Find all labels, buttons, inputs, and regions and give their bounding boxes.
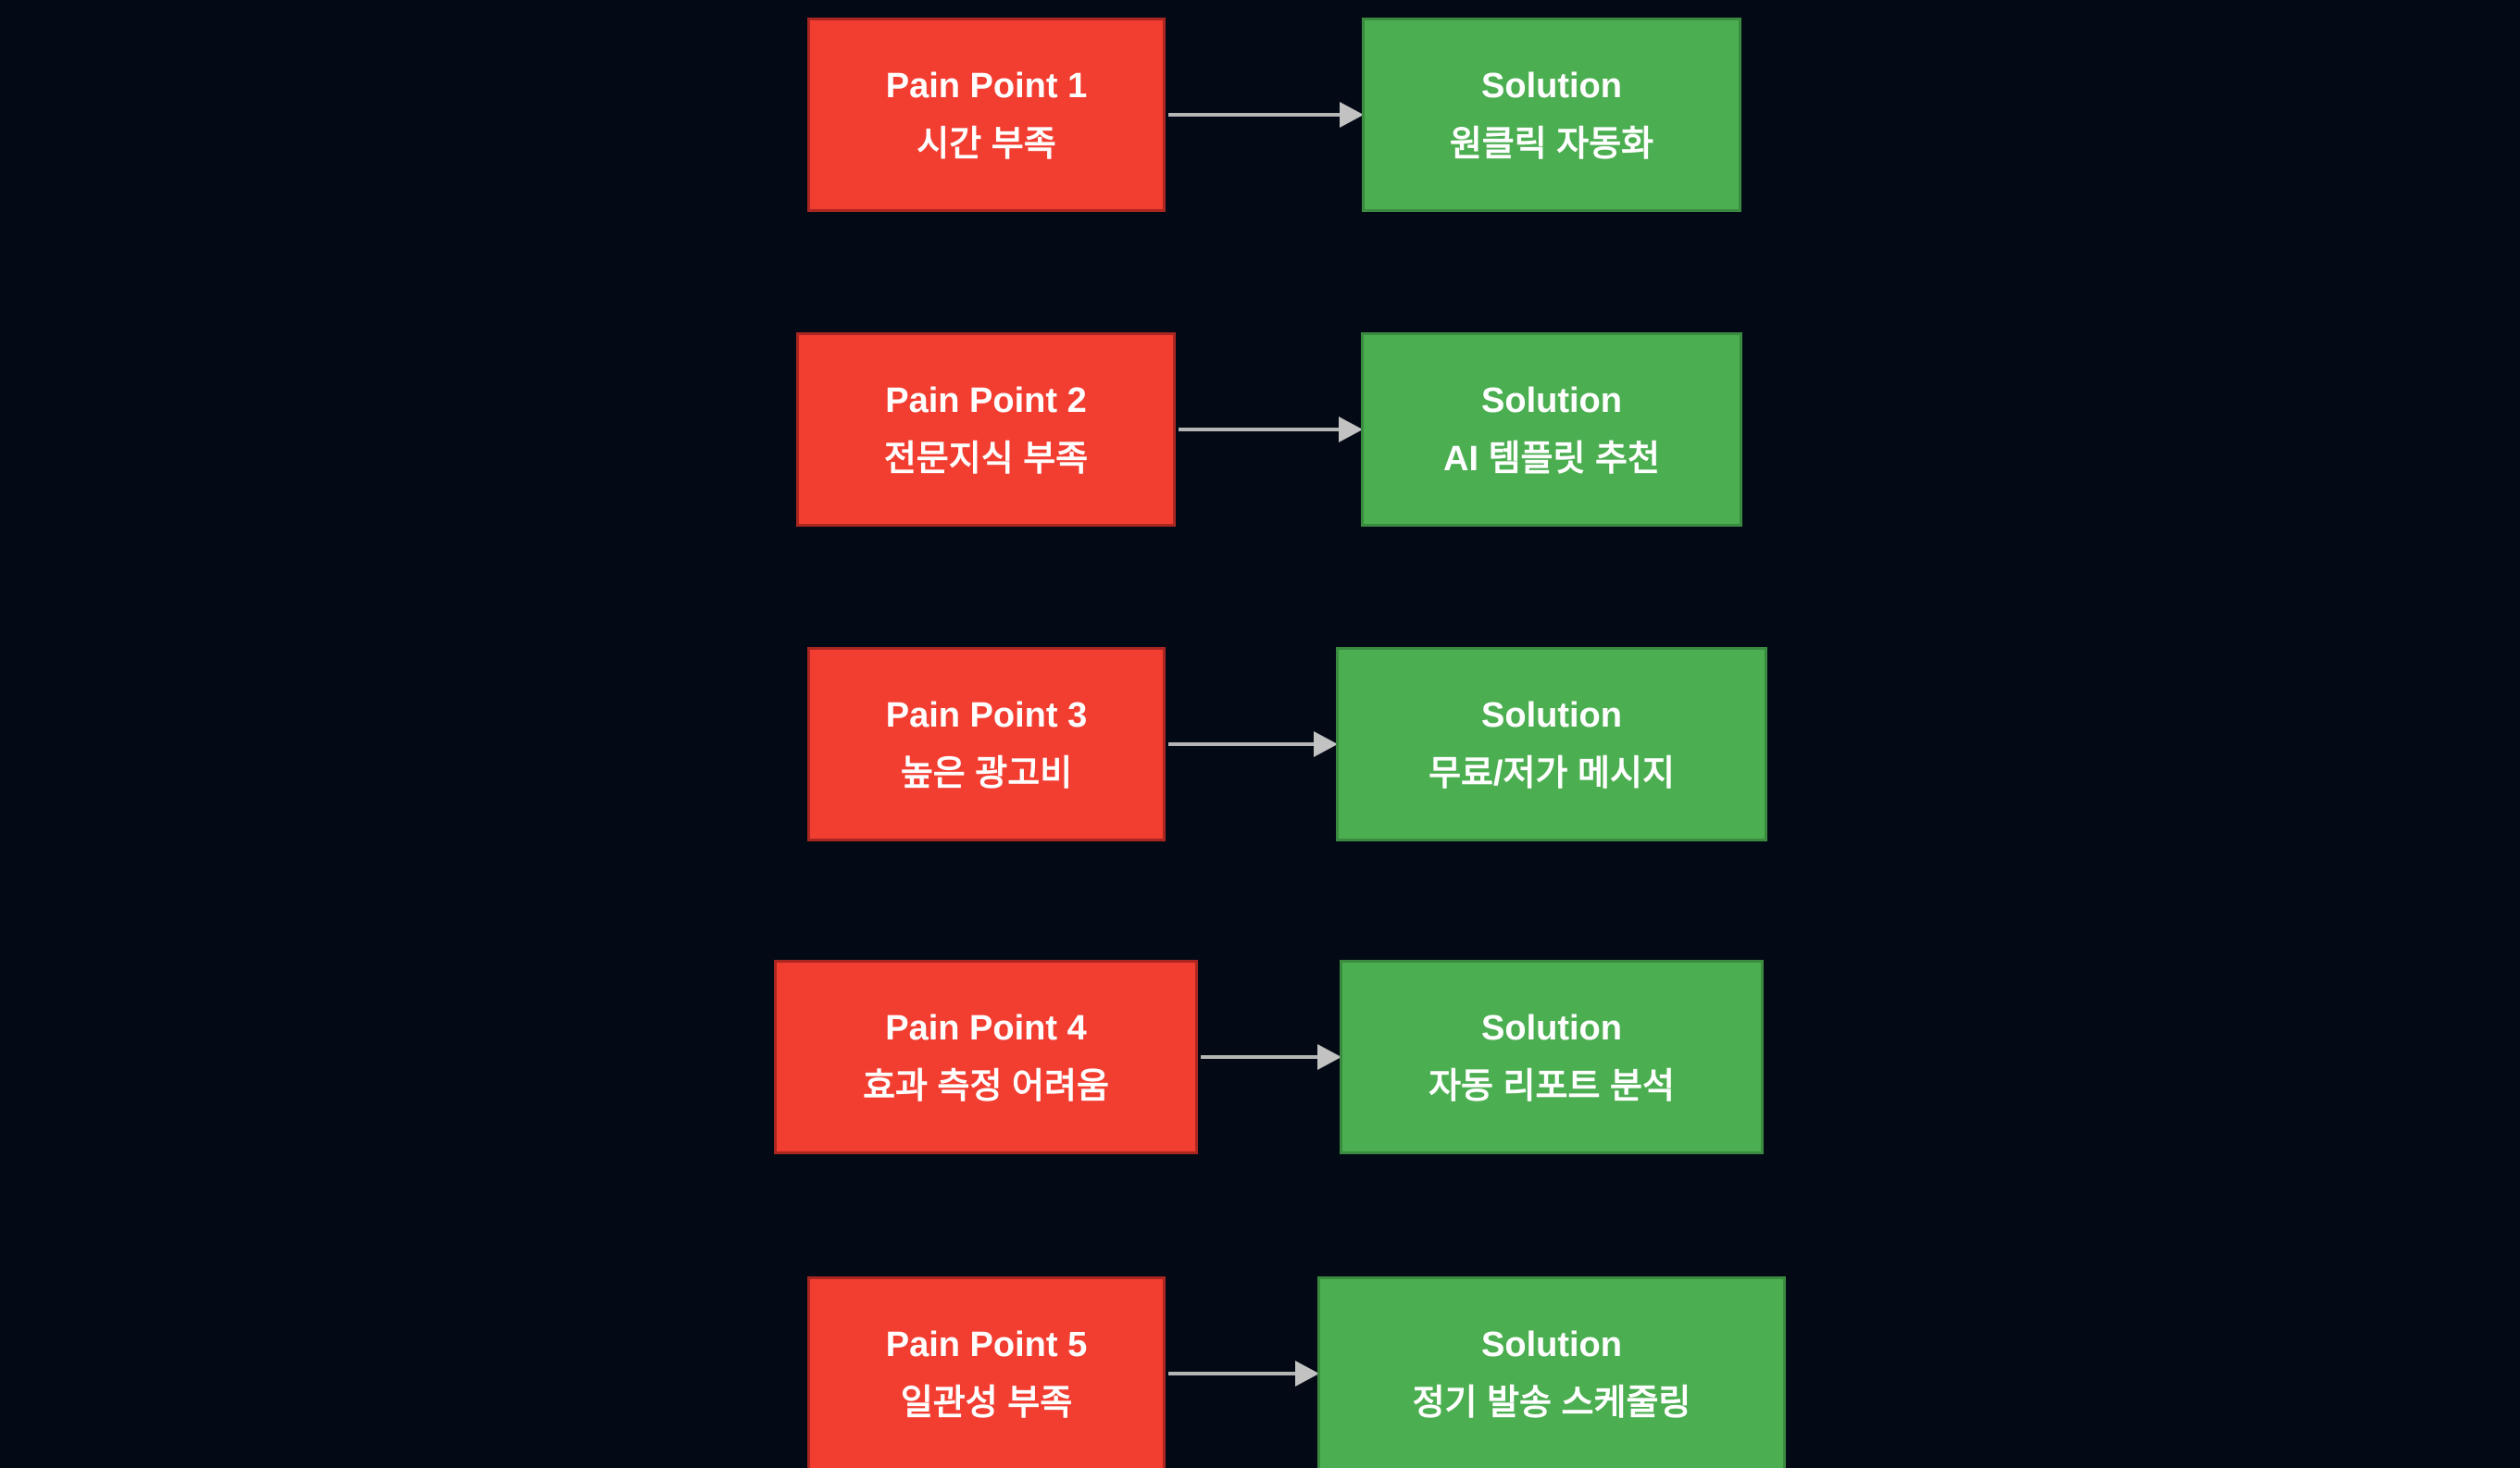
flow-row: Pain Point 2 전문지식 부족 Solution AI 템플릿 추천: [0, 332, 2520, 527]
flow-row: Pain Point 1 시간 부족 Solution 원클릭 자동화: [0, 18, 2520, 212]
pain-point-box: Pain Point 2 전문지식 부족: [796, 332, 1176, 527]
solution-box: Solution 자동 리포트 분석: [1340, 960, 1764, 1154]
arrow-right-icon: [1295, 1361, 1319, 1387]
solution-subtitle: 원클릭 자동화: [1449, 124, 1654, 164]
pain-point-box: Pain Point 1 시간 부족: [807, 18, 1166, 212]
pain-point-title: Pain Point 3: [885, 695, 1088, 735]
solution-title: Solution: [1481, 1008, 1622, 1048]
arrow-right-icon: [1340, 102, 1364, 128]
arrow-line: [1201, 1055, 1319, 1059]
arrow-right-icon: [1339, 417, 1363, 442]
solution-subtitle: 무료/저가 메시지: [1428, 753, 1675, 793]
flow-row: Pain Point 4 효과 측정 어려움 Solution 자동 리포트 분…: [0, 960, 2520, 1154]
solution-title: Solution: [1481, 1325, 1622, 1364]
pain-point-subtitle: 효과 측정 어려움: [863, 1066, 1109, 1106]
connector-arrow: [1179, 417, 1363, 442]
pain-point-subtitle: 시간 부족: [917, 124, 1056, 164]
arrow-line: [1168, 1372, 1297, 1375]
solution-box: Solution 정기 발송 스케줄링: [1317, 1276, 1786, 1468]
flow-row: Pain Point 5 일관성 부족 Solution 정기 발송 스케줄링: [0, 1276, 2520, 1468]
solution-box: Solution 원클릭 자동화: [1362, 18, 1741, 212]
pain-point-title: Pain Point 5: [885, 1325, 1088, 1364]
solution-box: Solution 무료/저가 메시지: [1336, 647, 1767, 841]
solution-title: Solution: [1481, 695, 1622, 735]
pain-point-box: Pain Point 5 일관성 부족: [807, 1276, 1166, 1468]
arrow-line: [1179, 428, 1341, 431]
connector-arrow: [1201, 1044, 1341, 1070]
pain-point-subtitle: 높은 광고비: [900, 753, 1073, 793]
pain-point-title: Pain Point 4: [885, 1008, 1087, 1048]
solution-subtitle: 자동 리포트 분석: [1428, 1066, 1675, 1106]
solution-title: Solution: [1481, 66, 1622, 106]
arrow-right-icon: [1317, 1044, 1341, 1070]
connector-arrow: [1168, 1361, 1319, 1387]
arrow-line: [1168, 742, 1316, 746]
arrow-line: [1168, 113, 1341, 117]
pain-point-title: Pain Point 1: [885, 66, 1088, 106]
solution-title: Solution: [1481, 380, 1622, 420]
solution-box: Solution AI 템플릿 추천: [1361, 332, 1742, 527]
solution-subtitle: 정기 발송 스케줄링: [1412, 1383, 1691, 1423]
pain-point-title: Pain Point 2: [885, 380, 1087, 420]
pain-point-subtitle: 전문지식 부족: [883, 439, 1089, 479]
connector-arrow: [1168, 102, 1364, 128]
pain-point-box: Pain Point 3 높은 광고비: [807, 647, 1166, 841]
flow-row: Pain Point 3 높은 광고비 Solution 무료/저가 메시지: [0, 647, 2520, 841]
connector-arrow: [1168, 731, 1338, 757]
pain-point-subtitle: 일관성 부족: [900, 1383, 1073, 1423]
solution-subtitle: AI 템플릿 추천: [1443, 439, 1660, 479]
pain-point-box: Pain Point 4 효과 측정 어려움: [774, 960, 1198, 1154]
arrow-right-icon: [1314, 731, 1338, 757]
